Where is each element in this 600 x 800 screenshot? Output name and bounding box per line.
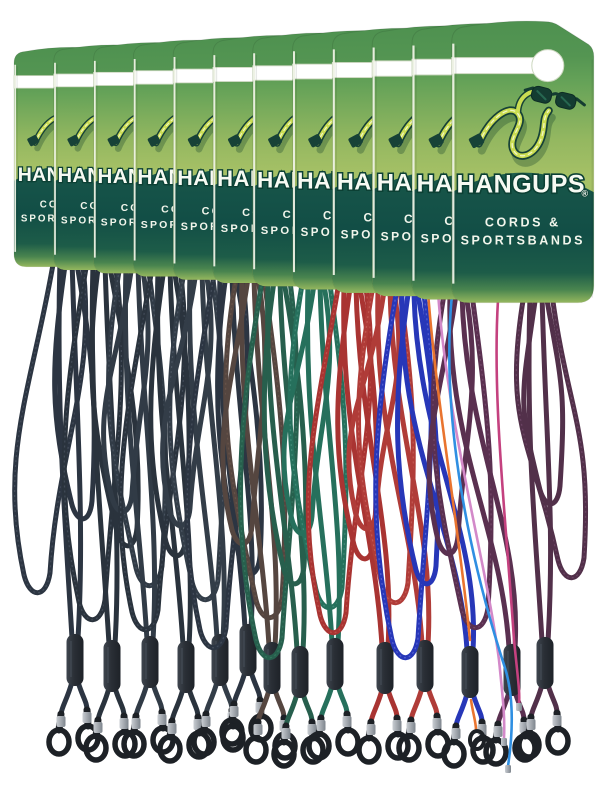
- thin-sportsband-threads-group: [426, 290, 522, 773]
- sky-blue-thread: [448, 292, 514, 773]
- cords-group: [12, 256, 589, 769]
- crimp-sleeve: [253, 724, 263, 735]
- rubber-loop-end: [121, 729, 147, 759]
- crimp-sleeve: [451, 728, 461, 739]
- crimp-sleeve: [56, 716, 66, 727]
- black-cord-1: [12, 256, 101, 757]
- crimp-sleeve: [229, 706, 239, 717]
- crimp-sleeve: [342, 716, 352, 727]
- hang-card-12: [446, 21, 600, 303]
- crimp-sleeve: [167, 723, 177, 734]
- rubber-loop-end: [396, 733, 422, 763]
- barrel-adjuster: [376, 642, 394, 694]
- rubber-loop-end: [83, 733, 109, 763]
- crimp-sleeve: [552, 715, 562, 726]
- crimp-sleeve: [406, 722, 416, 733]
- crimp-sleeve: [392, 720, 402, 731]
- pink-thread: [436, 290, 507, 746]
- crimp-sleeve: [193, 719, 203, 730]
- black-cord-4: [118, 266, 212, 764]
- orange-thread: [426, 290, 486, 751]
- crimp-sleeve: [119, 718, 129, 729]
- crimp-sleeve: [505, 765, 511, 773]
- forest-green-cord: [238, 279, 326, 769]
- teal-green-cord: [281, 282, 361, 761]
- rubber-loop-end: [306, 731, 332, 761]
- barrel-adjuster: [461, 646, 479, 698]
- crimp-sleeve: [366, 724, 376, 735]
- barrel-adjuster: [326, 638, 344, 690]
- crimp-sleeve: [281, 728, 291, 739]
- barrel-adjuster: [66, 634, 84, 686]
- rubber-loop-end: [46, 727, 72, 757]
- crimp-sleeve: [93, 722, 103, 733]
- rubber-loop-end: [516, 730, 542, 760]
- crimp-sleeve: [501, 738, 507, 746]
- crimp-sleeve: [131, 718, 141, 729]
- rubber-loop-end: [157, 734, 183, 764]
- barrel-adjuster: [416, 640, 434, 692]
- crimp-sleeve: [516, 703, 522, 711]
- brown-cord: [220, 275, 298, 765]
- plum-cord-2: [513, 292, 589, 760]
- rubber-loop-end: [385, 731, 411, 761]
- rubber-loop-end: [483, 737, 509, 767]
- barrel-adjuster: [291, 646, 309, 698]
- hang-card-stack: [9, 21, 599, 303]
- crimp-sleeve: [432, 718, 442, 729]
- rubber-loop-end: [545, 726, 571, 756]
- barrel-adjuster: [177, 641, 195, 693]
- crimp-sleeve: [316, 720, 326, 731]
- red-cord: [346, 288, 451, 763]
- rubber-loop-end: [191, 727, 217, 757]
- crimp-sleeve: [493, 726, 503, 737]
- rubber-loop-end: [243, 735, 269, 765]
- rubber-loop-end: [335, 727, 361, 757]
- rubber-loop-end: [356, 735, 382, 765]
- rubber-loop-end: [271, 739, 297, 769]
- crimp-sleeve: [201, 716, 211, 727]
- magenta-thread: [495, 298, 522, 711]
- crimp-sleeve: [157, 714, 167, 725]
- plum-cord-1: [426, 292, 538, 767]
- rubber-loop-end: [219, 717, 245, 747]
- crimp-sleeve: [526, 719, 536, 730]
- rubber-loop-end: [112, 729, 138, 759]
- rubber-loop-end: [468, 729, 486, 751]
- barrel-adjuster: [103, 640, 121, 692]
- rubber-loop-end: [441, 739, 467, 769]
- barrel-adjuster: [536, 637, 554, 689]
- barrel-adjuster: [141, 636, 159, 688]
- crimp-sleeve: [82, 712, 92, 723]
- crimp-sleeve: [307, 724, 317, 735]
